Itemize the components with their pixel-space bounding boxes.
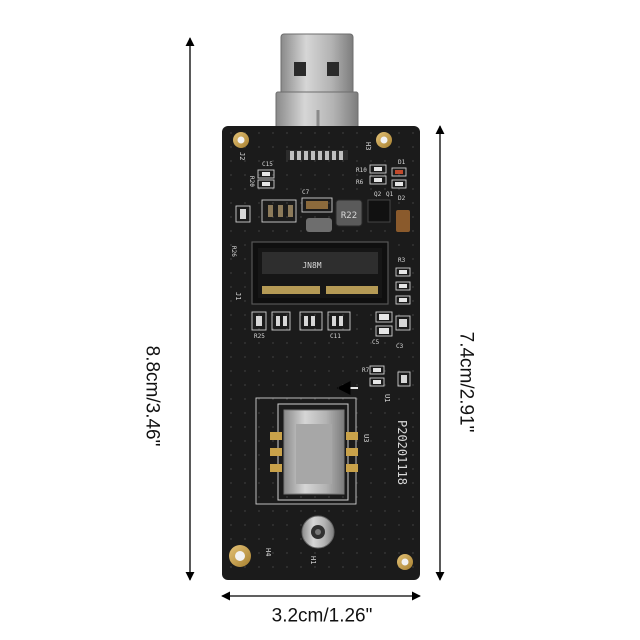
mounting-hole-top-right xyxy=(376,132,392,148)
mounting-hole-bottom-right xyxy=(397,554,413,570)
label-j2: J2 xyxy=(238,152,246,160)
label-h4: H4 xyxy=(264,548,272,556)
label-j1: J1 xyxy=(234,292,242,300)
chip-marking: R22 xyxy=(341,211,357,221)
mounting-hole-bottom-left xyxy=(229,545,251,567)
dimension-lines xyxy=(185,37,445,601)
label-r26: R26 xyxy=(230,246,237,257)
regulator-ic xyxy=(367,199,391,223)
label-h3: H3 xyxy=(364,142,372,150)
smd-components xyxy=(240,167,407,384)
label-q1: Q1 xyxy=(386,191,394,198)
label-r25: R25 xyxy=(254,333,265,340)
serial-text: P20201118 xyxy=(395,420,409,485)
label-r10: R10 xyxy=(356,167,367,174)
pcb-length-dimension-label: 7.4cm/2.91" xyxy=(455,331,477,433)
mounting-hole-top-left xyxy=(233,132,249,148)
slot-marking: JN8M xyxy=(302,261,321,270)
silkscreen-text: P20201118 J2 H3 J1 U3 U1 H4 H1 R26 D1 D2… xyxy=(230,142,409,564)
width-dimension-label: 3.2cm/1.26" xyxy=(271,605,373,627)
label-r20: R20 xyxy=(248,176,255,187)
label-u1: U1 xyxy=(383,394,391,402)
label-d1: D1 xyxy=(398,159,406,166)
silkscreen-outlines xyxy=(235,164,411,505)
height-dimension-label: 8.8cm/3.46" xyxy=(141,345,163,447)
capacitor-large xyxy=(396,210,410,232)
usb-hole-right xyxy=(327,62,339,76)
label-r7: R7 xyxy=(362,367,370,374)
power-inductor: R22 xyxy=(335,199,363,227)
label-u3: U3 xyxy=(362,434,370,442)
label-r6: R6 xyxy=(356,179,364,186)
pcb-board: R22 JN8M xyxy=(222,126,420,580)
m2-key-b-slot: JN8M xyxy=(251,241,389,305)
label-c15: C15 xyxy=(262,161,273,168)
usb-hole-left xyxy=(294,62,306,76)
label-d2: D2 xyxy=(398,195,406,202)
label-c11: C11 xyxy=(330,333,341,340)
label-c3: C3 xyxy=(396,343,404,350)
label-h1: H1 xyxy=(309,556,317,564)
usb-connector xyxy=(275,33,359,155)
usb-solder-pins xyxy=(286,150,348,160)
sim-card-holder xyxy=(270,403,358,501)
label-q2: Q2 xyxy=(374,191,382,198)
label-c7: C7 xyxy=(302,189,310,196)
m2-standoff xyxy=(301,515,335,549)
label-r3: R3 xyxy=(398,257,406,264)
label-c5: C5 xyxy=(372,339,380,346)
